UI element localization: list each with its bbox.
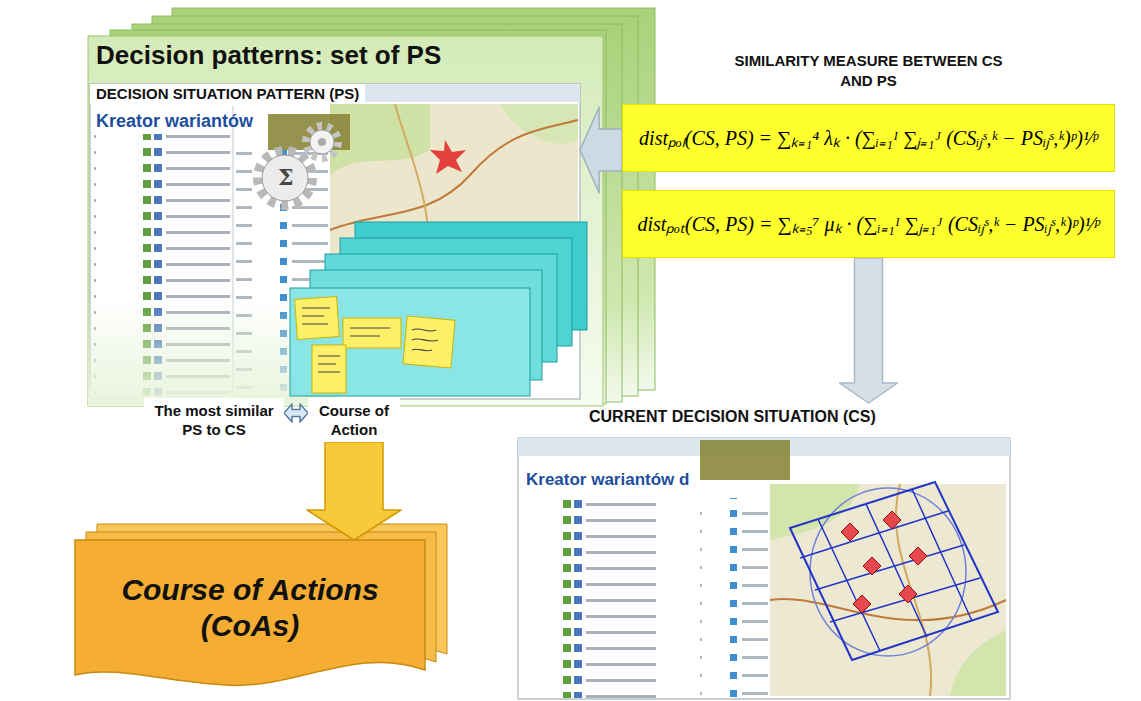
sticky-note — [412, 329, 438, 351]
block-arrow — [580, 107, 622, 193]
formula-box: distₚₒₜ(CS, PS) = ∑ₖ₌₅⁷ μₖ · (∑ᵢ₌₁ᴵ ∑ⱼ₌₁… — [622, 190, 1115, 258]
node-text: distₚₒₜ(CS, PS) = ∑ₖ₌₅⁷ μₖ · (∑ᵢ₌₁ᴵ ∑ⱼ₌₁… — [625, 191, 1111, 257]
label-anchor: Σ — [278, 166, 294, 189]
current-situation-screenshot — [790, 482, 998, 660]
gear-icon — [258, 151, 312, 205]
text-box: Course of Action — [308, 398, 400, 442]
current-situation-screenshot — [909, 547, 927, 565]
current-situation-screenshot — [800, 489, 980, 651]
pattern-screenshot-image — [88, 84, 580, 406]
sticky-note — [295, 297, 340, 340]
node-text: SIMILARITY MEASURE BETWEEN CS AND PS — [719, 51, 1019, 95]
pattern-screenshot: DECISION SITUATION PATTERN (PS) Kreator w… — [90, 84, 580, 399]
gear-icon — [310, 130, 334, 154]
pattern-sheet-stack — [88, 8, 655, 406]
sticky-note — [318, 356, 340, 372]
text-box: The most similar PS to CS — [144, 398, 284, 442]
node-subtext: Kreator wariantów — [96, 111, 580, 132]
sticky-note — [302, 308, 330, 324]
current-situation-screenshot — [770, 484, 860, 540]
node-text: Course of Actions (CoAs) — [95, 572, 405, 644]
course-of-action-sheets — [290, 288, 530, 396]
current-situation-screenshot — [518, 438, 1010, 699]
current-situation-screenshot — [518, 438, 1010, 699]
pattern-screenshot-image — [430, 140, 466, 174]
current-situation-screenshot — [863, 557, 881, 575]
pattern-stack: Decision patterns: set of PS DECISION SIT… — [88, 36, 603, 406]
connector-bar — [840, 258, 898, 403]
gear-icon — [306, 126, 338, 158]
course-of-action-sheets — [290, 222, 587, 396]
node-subtext: distₚₒₗ(CS, PS) = ∑ₖ₌₁⁴ λₖ · (∑ᵢ₌₁ᴵ ∑ⱼ₌₁… — [627, 105, 1110, 171]
double-arrow — [284, 404, 308, 422]
node-text: DECISION SITUATION PATTERN (PS) — [90, 84, 365, 104]
current-situation-screenshot — [899, 585, 917, 603]
node-text: Decision patterns: set of PS — [96, 40, 603, 70]
current-situation-screenshot — [896, 484, 931, 696]
pattern-screenshot-image — [330, 120, 578, 230]
pattern-sheet-stack — [88, 36, 603, 406]
document-shape — [75, 540, 425, 685]
current-situation-screenshot — [883, 511, 901, 529]
current-situation-screenshot — [841, 523, 859, 541]
sticky-note — [403, 316, 455, 368]
symbol-label: Σ — [278, 164, 294, 190]
document-stack: Course of Actions (CoAs) — [75, 540, 425, 690]
current-situation-screenshot — [700, 498, 768, 698]
current-situation-screenshot — [770, 484, 1006, 696]
node-subtext: Kreator wariantów d — [526, 470, 1010, 490]
current-situation-screenshot — [950, 630, 1006, 696]
sticky-note — [343, 318, 401, 348]
current-situation-screenshot — [853, 595, 871, 613]
node-text: The most similar PS to CS — [144, 398, 284, 442]
screenshot-panel: CURRENT DECISION SITUATION (CS) Kreator w… — [518, 403, 1010, 701]
current-situation-screenshot — [522, 498, 697, 698]
sticky-note — [312, 345, 346, 393]
gear-icon — [318, 138, 326, 146]
sticky-note — [350, 328, 390, 336]
sticky-note — [295, 297, 455, 393]
gear-icon — [262, 155, 308, 201]
block-arrow — [307, 442, 401, 540]
gear-icon — [258, 126, 338, 205]
node-text: Course of Action — [308, 398, 400, 442]
current-situation-screenshot — [700, 440, 790, 480]
node-text: CURRENT DECISION SITUATION (CS) — [586, 407, 879, 426]
formula-box: SIMILARITY MEASURE BETWEEN CS AND PSdist… — [622, 104, 1115, 172]
